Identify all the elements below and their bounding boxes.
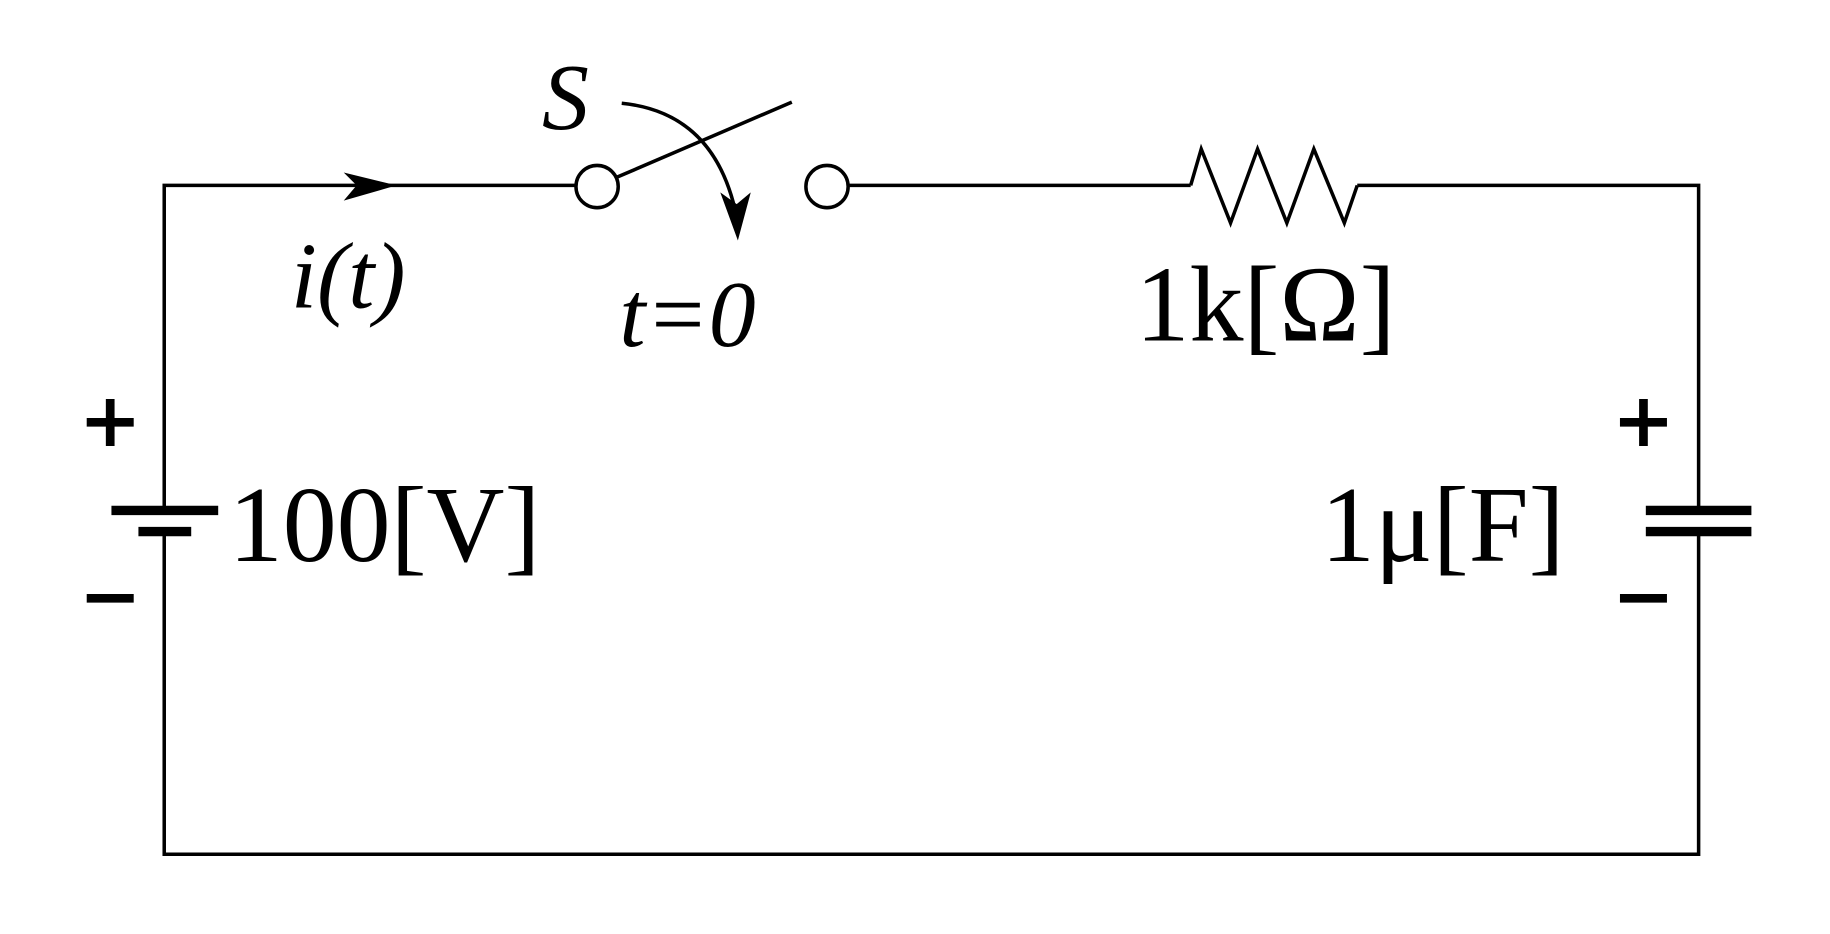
- switch-blade: [616, 100, 793, 179]
- source-label: 100[V]: [229, 466, 541, 585]
- current-label: i(t): [291, 224, 406, 328]
- source-plus-sign: +: [79, 376, 142, 464]
- switch-terminal-right: [804, 163, 850, 210]
- switch-terminal-left: [574, 163, 620, 210]
- wire-left-top: [162, 183, 578, 511]
- switch-time-label: t=0: [619, 263, 755, 367]
- capacitor-label: 1μ[F]: [1321, 466, 1565, 585]
- resistor-label: 1k[Ω]: [1136, 245, 1396, 364]
- current-arrow-icon: [343, 172, 397, 201]
- source-minus-sign: −: [79, 552, 142, 640]
- switch-action-arrowhead: [720, 192, 751, 241]
- wire-bottom: [162, 531, 1701, 856]
- switch-label: S: [542, 46, 589, 150]
- resistor-zigzag: [1188, 143, 1359, 228]
- capacitor-plus-sign: +: [1612, 376, 1675, 464]
- capacitor-minus-sign: −: [1612, 552, 1675, 640]
- switch-action-arc: [621, 101, 739, 218]
- wire-right: [1357, 183, 1701, 511]
